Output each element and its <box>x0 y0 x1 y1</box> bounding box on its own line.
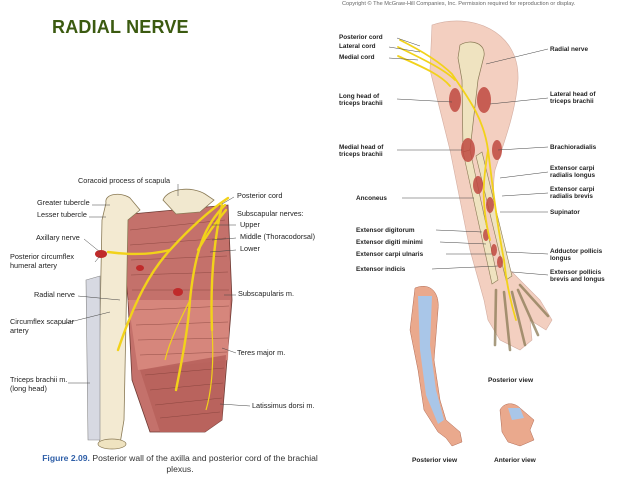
label-anterior-view-bottom: Anterior view <box>494 457 536 464</box>
caption-text: Posterior wall of the axilla and posteri… <box>92 453 317 474</box>
label-line-1: Long head of <box>339 93 383 100</box>
figure-caption: Figure 2.09. Posterior wall of the axill… <box>30 453 330 474</box>
label-line-2: radialis brevis <box>550 193 594 200</box>
label-line-1: Lateral head of <box>550 91 595 98</box>
label-long-head-triceps: Long head of triceps brachii <box>339 93 383 108</box>
label-subscapularis: Subscapularis m. <box>238 290 294 299</box>
label-medial-cord: Medial cord <box>339 54 375 61</box>
label-radial-nerve-arm: Radial nerve <box>550 46 588 53</box>
label-extensor-carpi-radialis-brevis: Extensor carpi radialis brevis <box>550 186 594 201</box>
label-lower: Lower <box>240 245 260 254</box>
label-line-2: triceps brachii <box>550 98 595 105</box>
label-line-1: Extensor carpi <box>550 186 594 193</box>
caption-figure-number: Figure 2.09. <box>42 453 90 463</box>
axilla-illustration <box>62 184 250 449</box>
label-extensor-digitorum: Extensor digitorum <box>356 227 415 234</box>
label-line-2: longus <box>550 255 602 262</box>
label-teres-major: Teres major m. <box>237 349 285 358</box>
label-extensor-digiti-minimi: Extensor digiti minimi <box>356 239 423 246</box>
label-subscapular-nerves: Subscapular nerves: <box>237 210 304 219</box>
label-line-2: humeral artery <box>10 262 74 271</box>
label-line-1: Adductor pollicis <box>550 248 602 255</box>
label-brachioradialis: Brachioradialis <box>550 144 596 151</box>
label-circumflex-scapular-artery: Circumflex scapular artery <box>10 318 74 335</box>
label-line-2: brevis and longus <box>550 276 605 283</box>
label-upper: Upper <box>240 221 260 230</box>
label-extensor-indicis: Extensor indicis <box>356 266 405 273</box>
label-line-1: Extensor pollicis <box>550 269 605 276</box>
label-coracoid-process: Coracoid process of scapula <box>78 177 170 186</box>
label-posterior-cord-arm: Posterior cord <box>339 34 383 41</box>
label-triceps-long-head: Triceps brachii m. (long head) <box>10 376 67 393</box>
label-greater-tubercle: Greater tubercle <box>37 199 90 208</box>
label-posterior-view-top: Posterior view <box>488 377 533 384</box>
label-extensor-carpi-ulnaris: Extensor carpi ulnaris <box>356 251 423 258</box>
label-supinator: Supinator <box>550 209 580 216</box>
label-posterior-cord: Posterior cord <box>237 192 282 201</box>
label-extensor-pollicis-brevis-longus: Extensor pollicis brevis and longus <box>550 269 605 284</box>
label-latissimus-dorsi: Latissimus dorsi m. <box>252 402 314 411</box>
label-line-1: Extensor carpi <box>550 165 595 172</box>
label-anconeus: Anconeus <box>356 195 387 202</box>
label-line-2: artery <box>10 327 74 336</box>
label-line-2: triceps brachii <box>339 151 383 158</box>
label-lateral-cord: Lateral cord <box>339 43 376 50</box>
label-line-2: (long head) <box>10 385 67 394</box>
label-lateral-head-triceps: Lateral head of triceps brachii <box>550 91 595 106</box>
label-medial-head-triceps: Medial head of triceps brachii <box>339 144 383 159</box>
label-lesser-tubercle: Lesser tubercle <box>37 211 87 220</box>
label-posterior-circumflex-humeral-artery: Posterior circumflex humeral artery <box>10 253 74 270</box>
label-adductor-pollicis-longus: Adductor pollicis longus <box>550 248 602 263</box>
label-radial-nerve: Radial nerve <box>34 291 75 300</box>
label-line-1: Medial head of <box>339 144 383 151</box>
label-posterior-view-bottom: Posterior view <box>412 457 457 464</box>
label-axillary-nerve: Axillary nerve <box>36 234 80 243</box>
label-line-2: triceps brachii <box>339 100 383 107</box>
label-line-2: radialis longus <box>550 172 595 179</box>
label-extensor-carpi-radialis-longus: Extensor carpi radialis longus <box>550 165 595 180</box>
label-middle-thoracodorsal: Middle (Thoracodorsal) <box>240 233 315 242</box>
